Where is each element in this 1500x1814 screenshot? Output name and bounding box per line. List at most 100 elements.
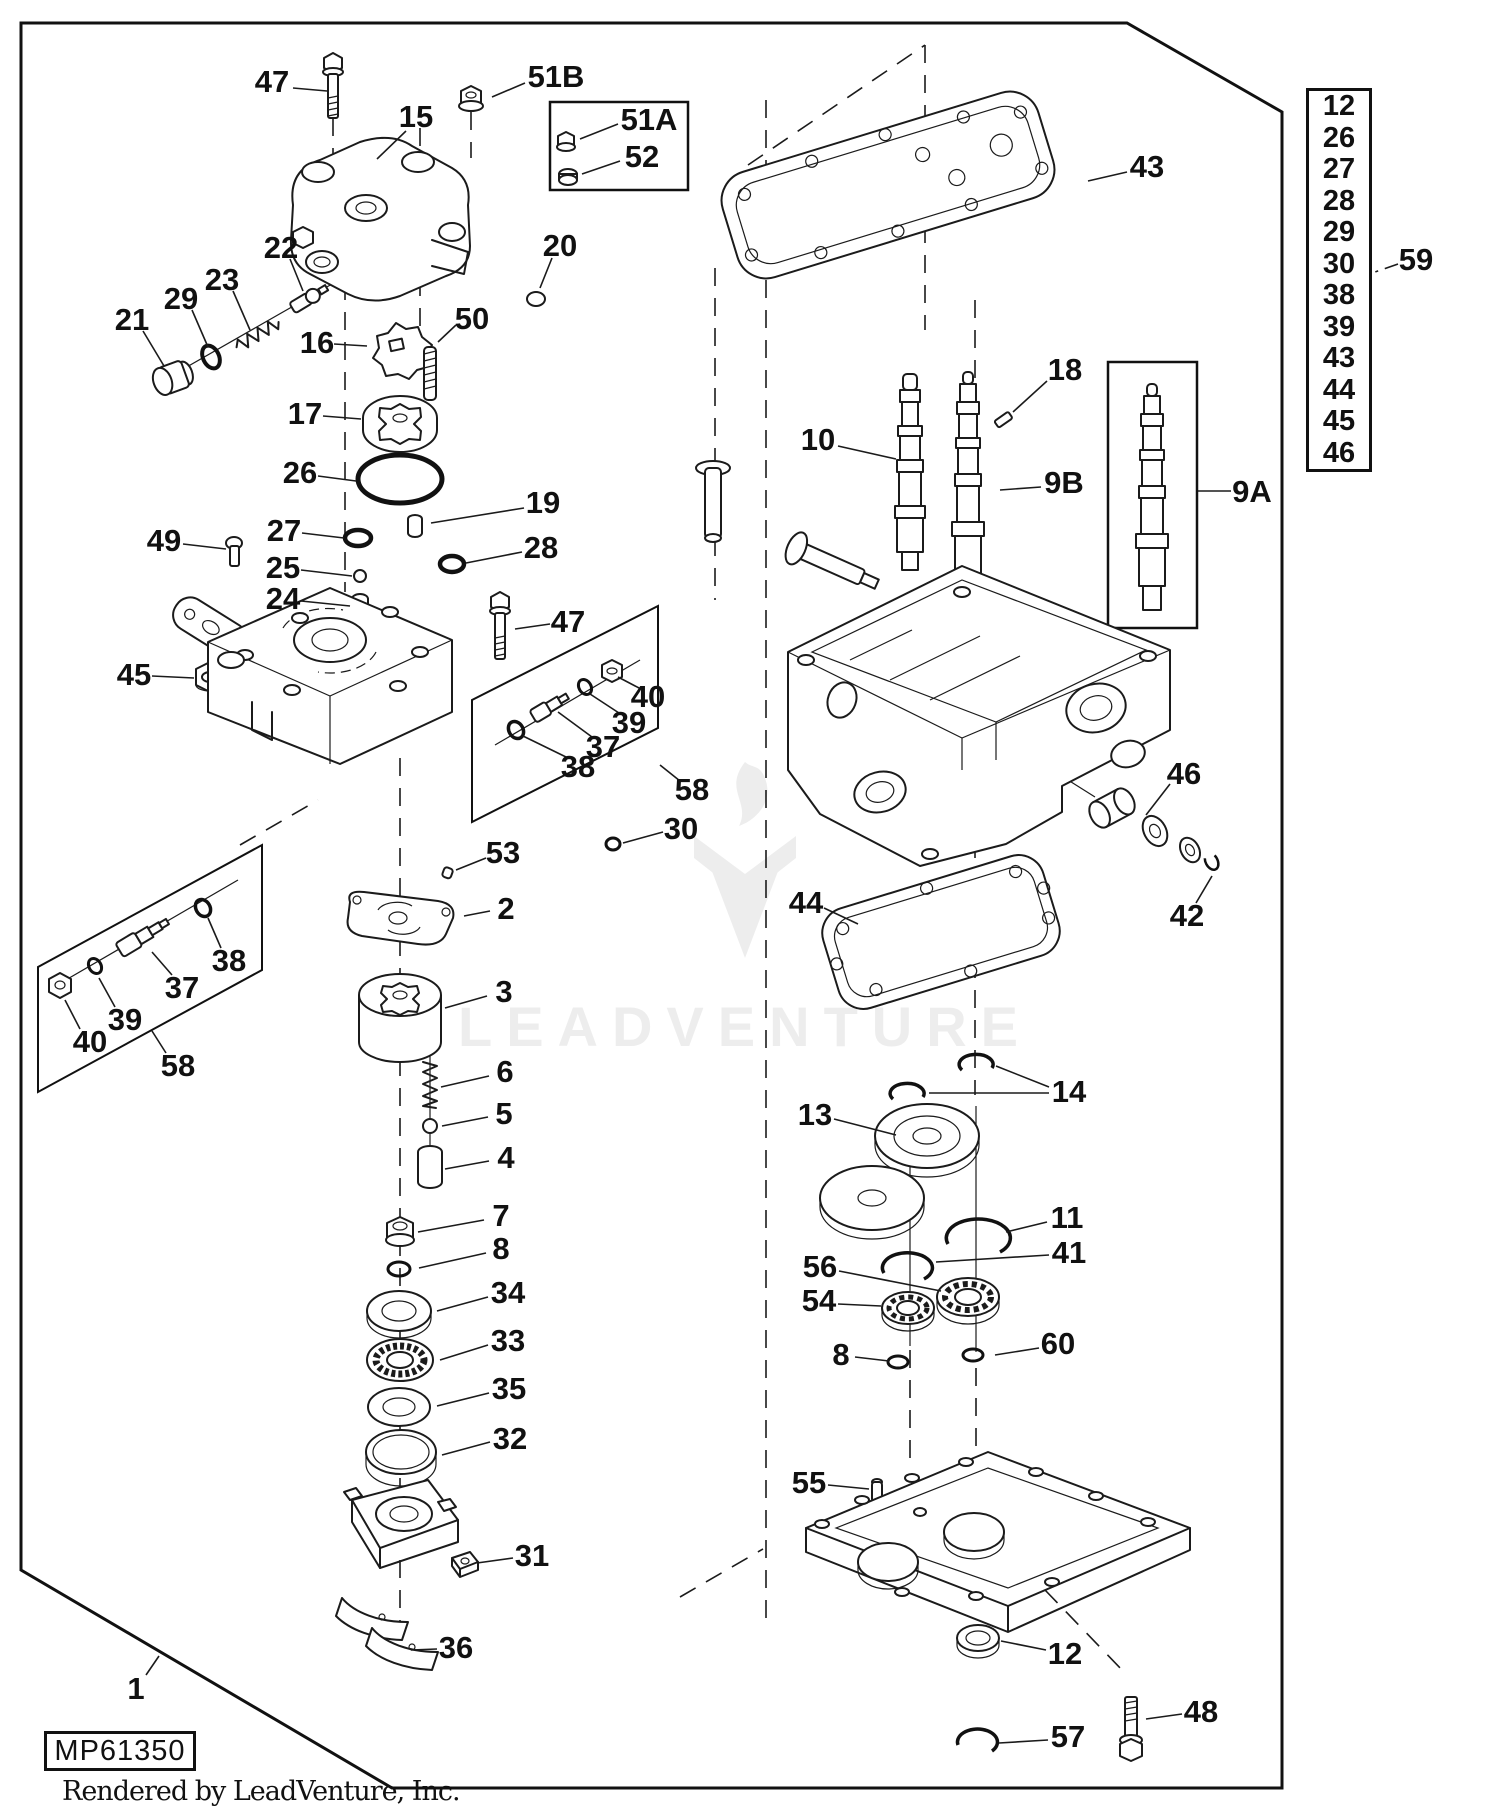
ref-list-item: 45 [1322,405,1356,438]
callout-57: 57 [1051,1719,1085,1754]
leader-line-46 [1145,783,1171,816]
seal-12 [956,1624,1000,1659]
diagram-frame-border [19,21,1284,1790]
ring-32 [365,1429,437,1487]
leader-line-2 [463,910,491,917]
ref-list-item: 12 [1322,90,1356,123]
callout-40-top: 40 [631,679,665,714]
snap-ring-11 [944,1217,1013,1254]
leader-line-56 [838,1270,942,1292]
leader-line-51b [491,82,526,98]
callout-55: 55 [792,1465,826,1500]
leader-line-6 [440,1075,490,1088]
o-ring-28 [437,553,467,575]
bushing-46 [1088,787,1136,829]
shaft-9b [951,371,985,601]
callout-10: 10 [801,422,835,457]
callout-47-top: 47 [255,64,289,99]
callout-17: 17 [288,396,322,431]
leader-line-34 [436,1296,489,1312]
callout-22: 22 [264,230,298,265]
diagram-code: MP61350 [54,1734,186,1767]
leader-line-8-left [418,1252,487,1269]
callout-11: 11 [1051,1200,1084,1235]
callout-53: 53 [486,835,520,870]
callout-59: 59 [1399,242,1433,277]
callout-7: 7 [492,1198,509,1233]
washer-46a [1141,814,1169,848]
callout-42: 42 [1170,898,1204,933]
leader-line-4 [444,1160,490,1170]
leader-line-35 [436,1392,490,1407]
callout-13: 13 [798,1097,832,1132]
leader-line-24 [300,600,351,607]
o-ring-26 [355,452,445,506]
leader-line-58-bot [151,1030,167,1054]
pin-53 [441,866,454,880]
watermark-text: LEADVENTURE [458,995,1032,1058]
leader-line-16 [333,343,368,347]
pump-rotor-17 [362,395,438,453]
callout-16: 16 [300,325,334,360]
watermark-flame-icon [736,762,768,826]
washer-13b [819,1165,925,1240]
o-ring-8-right [886,1354,910,1370]
callout-24: 24 [266,581,301,616]
render-credit: Rendered by LeadVenture, Inc. [62,1776,461,1807]
leader-line-51a [579,123,619,140]
pin-19 [407,514,423,538]
callout-30: 30 [664,811,698,846]
leader-line-27 [301,532,345,539]
leader-line-39-bot [98,977,116,1008]
leader-line-44 [823,907,859,925]
key-31 [451,1551,479,1578]
leader-line-54 [837,1303,882,1307]
leader-line-10 [837,445,897,460]
callout-51a: 51A [621,102,678,137]
callout-52: 52 [625,139,659,174]
leader-line-31 [476,1557,514,1564]
bearing-56 [936,1277,1000,1325]
leader-line-32 [441,1441,491,1456]
callout-6: 6 [496,1054,513,1089]
screw-49 [225,536,243,567]
leader-line-5 [441,1116,489,1127]
leadventure-watermark: LEADVENTURE [458,762,1032,1058]
callout-8-right: 8 [832,1337,849,1372]
callout-49: 49 [147,523,181,558]
leader-line-29 [191,309,209,348]
washer-13 [874,1103,980,1178]
gasket-43 [720,90,1056,280]
bolt-48 [1119,1696,1143,1762]
ref-list-item: 44 [1322,373,1356,406]
callout-39-bot: 39 [108,1002,142,1037]
callout-58-top: 58 [675,772,709,807]
leader-line-43 [1087,171,1128,182]
leader-line-33 [439,1344,489,1361]
leader-line-13 [833,1118,897,1136]
watermark-v-icon [710,866,780,958]
o-ring-29 [200,343,222,371]
callout-8-left: 8 [492,1231,509,1266]
leader-line-41 [935,1254,1050,1263]
callout-37-top: 37 [586,729,620,764]
watermark-chevron-icon [694,836,796,898]
callout-47-mid: 47 [551,604,585,639]
callout-60: 60 [1041,1326,1075,1361]
snap-ring-42 [1203,854,1220,871]
callout-34: 34 [491,1275,526,1310]
callout-50: 50 [455,301,489,336]
callout-4: 4 [497,1140,515,1175]
gasket-44 [821,854,1061,1010]
leader-line-1 [145,1655,160,1676]
pump-housing-31 [343,1479,479,1578]
callout-26: 26 [283,455,317,490]
cylinder-4 [417,1145,443,1189]
callout-33: 33 [491,1323,525,1358]
callout-45: 45 [117,657,151,692]
leader-line-23 [232,290,251,331]
leader-line-42 [1195,875,1213,904]
leader-line-9b [999,486,1042,491]
callout-3: 3 [495,974,512,1009]
